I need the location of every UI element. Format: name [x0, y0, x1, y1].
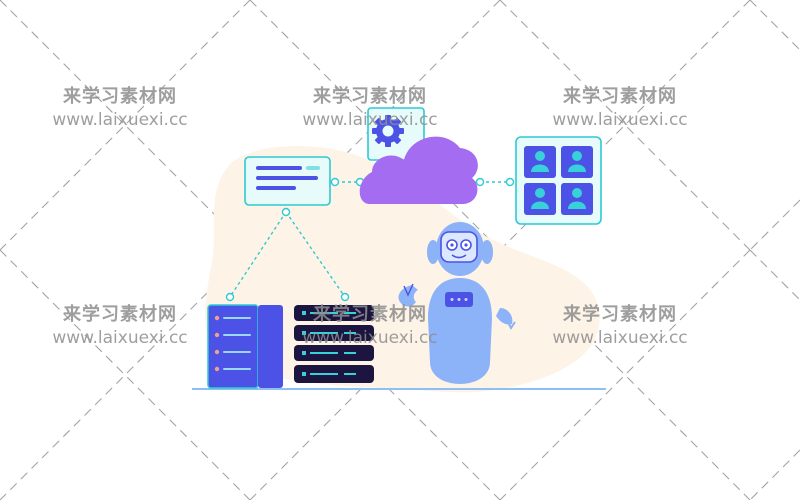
- cloud-icon: [359, 136, 478, 204]
- server-unit: [294, 305, 374, 321]
- robot-icon: [398, 222, 516, 384]
- connection-lines: [225, 177, 516, 302]
- server-icon: [207, 304, 283, 389]
- user-icon: [561, 183, 593, 215]
- server-unit: [294, 365, 374, 383]
- user-icon: [524, 183, 556, 215]
- server-rack: [294, 305, 374, 383]
- server-unit: [294, 345, 374, 361]
- document-panel: [244, 156, 331, 206]
- user-icon: [524, 146, 556, 178]
- user-grid-panel: [515, 136, 602, 225]
- server-unit: [294, 325, 374, 341]
- user-icon: [561, 146, 593, 178]
- gear-icon: [367, 107, 425, 161]
